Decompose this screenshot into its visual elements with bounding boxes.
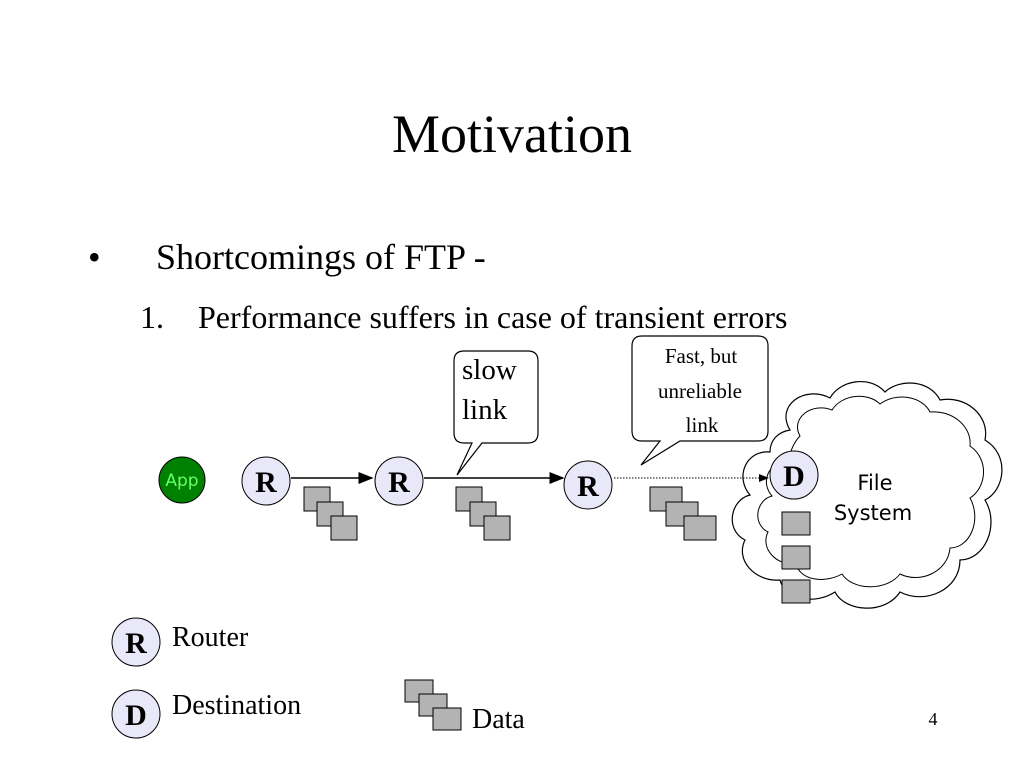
router-node-3: R (563, 460, 613, 510)
fast-link-callout-line2: unreliable (658, 379, 742, 403)
packet-stack-1 (303, 486, 358, 541)
packet-stack-3 (649, 486, 717, 541)
sub-item-text: Performance suffers in case of transient… (198, 299, 788, 335)
packet-stack-2 (455, 486, 511, 541)
legend-destination-symbol: D (111, 689, 161, 739)
sub-item-number: 1. (140, 299, 164, 335)
bullet-text: Shortcomings of FTP - (156, 237, 486, 277)
destination-node: D (769, 450, 819, 500)
router-3-label: R (577, 470, 599, 503)
slow-link-callout-line2: link (462, 394, 508, 426)
fast-link-callout: Fast, but unreliable link (631, 335, 769, 466)
app-label: App (165, 471, 198, 491)
router-1-label: R (255, 466, 277, 499)
fast-link-callout-line1: Fast, but (665, 344, 738, 368)
slow-link-callout-line1: slow (462, 354, 517, 386)
router-2-label: R (388, 466, 410, 499)
page-number: 4 (928, 709, 938, 729)
destination-label: D (783, 460, 805, 493)
legend-destination-label: Destination (172, 690, 302, 721)
router-node-2: R (374, 456, 424, 506)
legend-data-label: Data (472, 704, 525, 735)
router-node-1: R (241, 456, 291, 506)
legend-router-symbol: R (111, 617, 161, 667)
bullet-marker: • (88, 237, 101, 277)
legend-destination-letter: D (125, 699, 147, 732)
legend-router-letter: R (125, 627, 147, 660)
fast-link-callout-line3: link (686, 413, 719, 437)
file-system-cloud: File System (731, 380, 1003, 609)
slide-title: Motivation (392, 104, 632, 164)
slow-link-callout: slow link (453, 350, 539, 476)
cloud-label-line2: System (834, 501, 912, 525)
cloud-label-line1: File (857, 471, 892, 495)
legend-router-label: Router (172, 622, 249, 653)
legend-data-symbol (404, 679, 462, 731)
packet-column-destination (781, 511, 811, 604)
app-node: App (158, 456, 206, 504)
